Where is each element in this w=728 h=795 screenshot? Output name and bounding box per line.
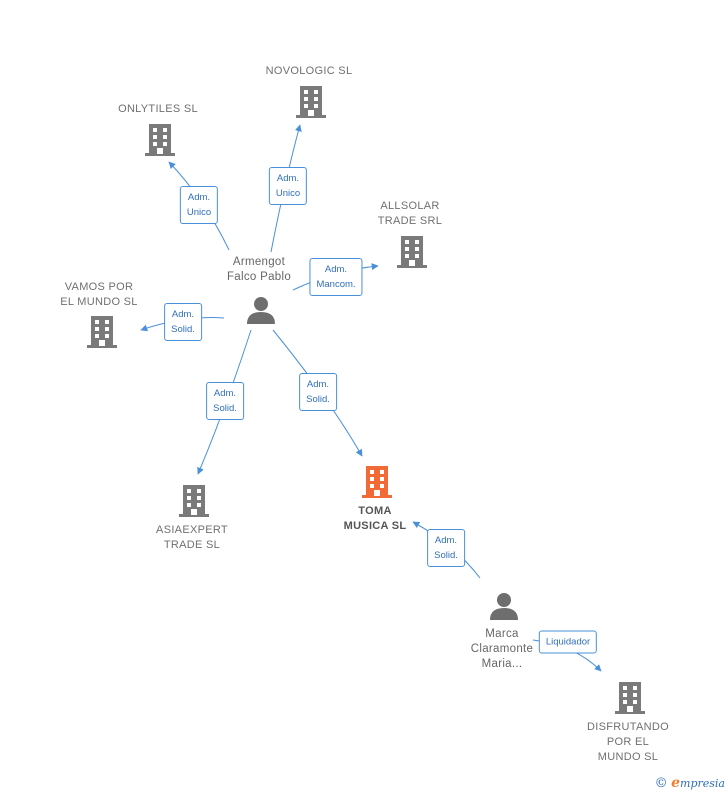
edge-label-asiaexpert[interactable]: Adm.Solid. bbox=[206, 382, 244, 420]
edge-label-toma[interactable]: Adm.Solid. bbox=[299, 373, 337, 411]
brand-logo-text: mpresia bbox=[680, 777, 725, 790]
person-icon-armengot[interactable] bbox=[246, 295, 276, 330]
building-icon-allsolar[interactable] bbox=[396, 235, 428, 274]
building-icon-vamos[interactable] bbox=[86, 315, 118, 354]
edge-label-onlytiles[interactable]: Adm.Unico bbox=[179, 186, 219, 224]
brand-logo-e: e bbox=[671, 775, 681, 791]
node-label-novologic[interactable]: NOVOLOGIC SL bbox=[265, 65, 353, 77]
node-label-asiaexpert[interactable]: ASIAEXPERT TRADE SL bbox=[156, 524, 228, 551]
person-icon-marca[interactable] bbox=[489, 591, 519, 626]
edge-label-vamos[interactable]: Adm.Solid. bbox=[164, 303, 202, 341]
node-label-vamos[interactable]: VAMOS POR EL MUNDO SL bbox=[60, 281, 138, 308]
edge-label-novologic[interactable]: Adm.Unico bbox=[268, 167, 308, 205]
edge-label-allsolar[interactable]: Adm.Mancom. bbox=[309, 258, 363, 296]
building-icon-disfrutando[interactable] bbox=[614, 681, 646, 720]
node-label-armengot[interactable]: Armengot Falco Pablo bbox=[226, 256, 292, 283]
node-label-toma[interactable]: TOMA MUSICA SL bbox=[343, 505, 407, 532]
node-label-onlytiles[interactable]: ONLYTILES SL bbox=[118, 103, 198, 115]
edge-label-marca-toma[interactable]: Adm.Solid. bbox=[427, 529, 465, 567]
building-icon-asiaexpert[interactable] bbox=[178, 484, 210, 523]
copyright-icon: © bbox=[654, 776, 668, 791]
brand-footer: © empresia bbox=[655, 775, 725, 791]
building-icon-onlytiles[interactable] bbox=[144, 123, 176, 162]
edge-label-disfrutando[interactable]: Liquidador bbox=[538, 630, 598, 654]
node-label-disfrutando[interactable]: DISFRUTANDO POR EL MUNDO SL bbox=[587, 721, 669, 763]
node-label-allsolar[interactable]: ALLSOLAR TRADE SRL bbox=[377, 200, 443, 227]
building-icon-novologic[interactable] bbox=[295, 85, 327, 124]
building-icon-toma[interactable] bbox=[361, 465, 393, 504]
node-label-marca[interactable]: Marca Claramonte Maria... bbox=[470, 628, 534, 670]
